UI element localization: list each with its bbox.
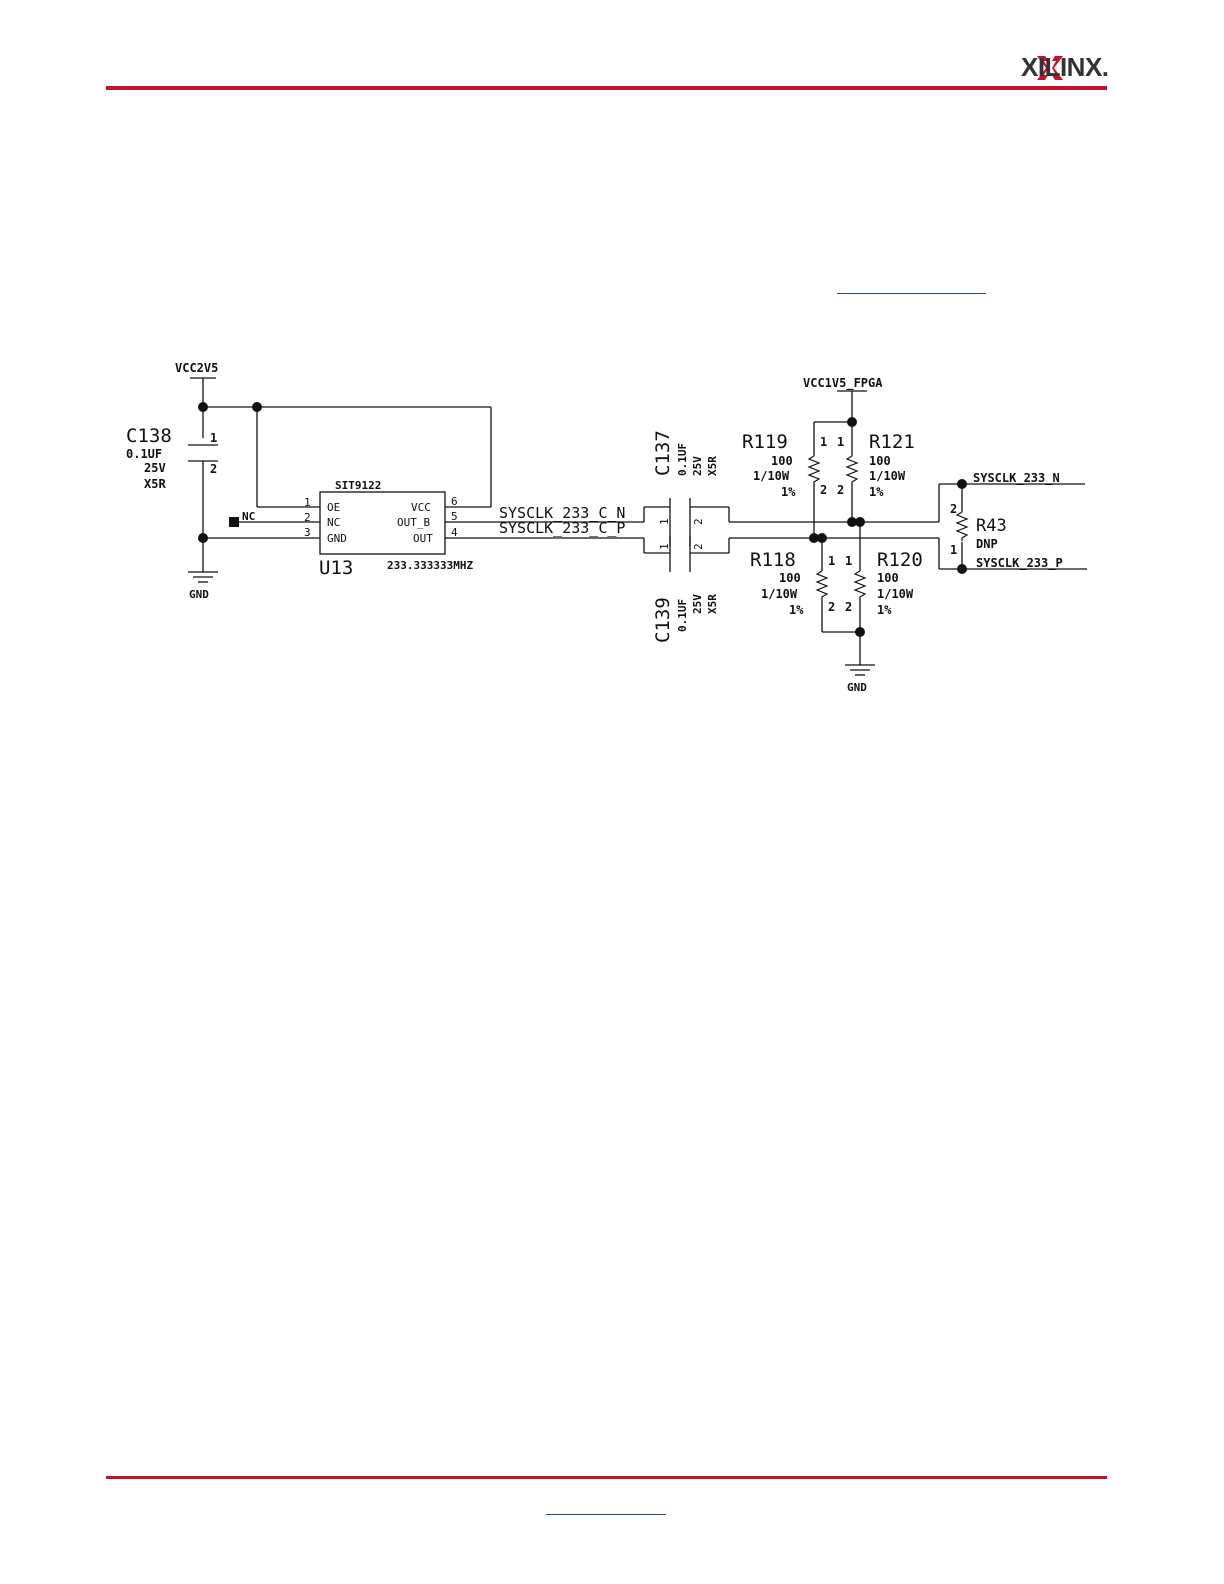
vcc2v5-label: VCC2V5 — [175, 361, 218, 375]
c139-diel: X5R — [706, 594, 719, 614]
u13-part: SIT9122 — [335, 479, 381, 492]
u13-pin5-name: OUT_B — [397, 516, 430, 529]
u13-freq: 233.333333MHZ — [387, 559, 473, 572]
header-rule — [106, 86, 1107, 90]
net-sysclk-c-p: SYSCLK_233_C_P — [499, 519, 625, 537]
c138-volt: 25V — [144, 461, 166, 475]
r118-value: 100 — [779, 571, 801, 585]
r119-power: 1/10W — [753, 469, 790, 483]
c138-pin1: 1 — [210, 431, 217, 445]
gnd-label-left: GND — [189, 588, 209, 601]
c137-diel: X5R — [706, 456, 719, 476]
c139-value: 0.1UF — [676, 599, 689, 632]
u13-pin4-name: OUT — [413, 532, 433, 545]
u13-pin5-num: 5 — [451, 510, 458, 523]
gnd-label-right: GND — [847, 681, 867, 694]
u13-ref: U13 — [319, 557, 353, 579]
c139-volt: 25V — [691, 594, 704, 614]
r120-pin1: 1 — [845, 554, 852, 568]
c139-pin2: 2 — [692, 543, 705, 550]
r120-pin2: 2 — [845, 600, 852, 614]
r119-pin1: 1 — [820, 435, 827, 449]
c139-ref: C139 — [652, 597, 674, 643]
footer-link[interactable] — [546, 1514, 666, 1515]
r118-pin1: 1 — [828, 554, 835, 568]
r120-ref: R120 — [877, 549, 923, 571]
vcc1v5-label: VCC1V5_FPGA — [803, 376, 883, 391]
r121-resistor-icon — [845, 455, 859, 484]
c137-value: 0.1UF — [676, 443, 689, 476]
r119-resistor-icon — [807, 455, 821, 484]
r43-pin2: 2 — [950, 502, 957, 516]
u13-pin3-name: GND — [327, 532, 347, 545]
c138-pin2: 2 — [210, 462, 217, 476]
c139-pin1: 1 — [658, 543, 671, 550]
xilinx-logo-text: XILINX. — [1021, 52, 1109, 82]
c137-ref: C137 — [652, 430, 674, 476]
r120-power: 1/10W — [877, 587, 914, 601]
r119-pin2: 2 — [820, 483, 827, 497]
r118-resistor-icon — [815, 570, 829, 599]
c137-volt: 25V — [691, 456, 704, 476]
u13-pin2-name: NC — [327, 516, 340, 529]
u13-pin2-num: 2 — [304, 511, 311, 524]
net-sysclk-c-n: SYSCLK_233_C_N — [499, 504, 625, 522]
u13-pin6-name: VCC — [411, 501, 431, 514]
xilinx-logo-icon — [1037, 56, 1063, 80]
r120-resistor-icon — [853, 570, 867, 599]
document-link[interactable] — [837, 293, 986, 294]
r121-power: 1/10W — [869, 469, 906, 483]
net-sysclk-n: SYSCLK_233_N — [973, 471, 1060, 486]
r118-ref: R118 — [750, 549, 796, 571]
c137-pin2: 2 — [692, 518, 705, 525]
r118-power: 1/10W — [761, 587, 798, 601]
r43-ref: R43 — [976, 516, 1007, 536]
nc-label: NC — [242, 510, 255, 523]
r119-value: 100 — [771, 454, 793, 468]
r119-tol: 1% — [781, 485, 796, 499]
r121-pin1: 1 — [837, 435, 844, 449]
r118-pin2: 2 — [828, 600, 835, 614]
r121-ref: R121 — [869, 431, 915, 453]
c138-ref: C138 — [126, 425, 172, 447]
r119-ref: R119 — [742, 431, 788, 453]
clock-schematic: VCC2V5 VCC1V5_FPGA GND GND C138 0.1UF 25… — [126, 361, 1087, 694]
u13-pin3-num: 3 — [304, 526, 311, 539]
c138-diel: X5R — [144, 477, 166, 491]
r121-tol: 1% — [869, 485, 884, 499]
r121-value: 100 — [869, 454, 891, 468]
r120-value: 100 — [877, 571, 899, 585]
c137-pin1: 1 — [658, 518, 671, 525]
r121-pin2: 2 — [837, 483, 844, 497]
u13-pin6-num: 6 — [451, 495, 458, 508]
r120-tol: 1% — [877, 603, 892, 617]
r118-tol: 1% — [789, 603, 804, 617]
r43-resistor-icon — [955, 511, 969, 541]
u13-pin1-name: OE — [327, 501, 340, 514]
u13-pin1-num: 1 — [304, 496, 311, 509]
u13-pin4-num: 4 — [451, 526, 458, 539]
r43-value: DNP — [976, 537, 998, 551]
net-sysclk-p: SYSCLK_233_P — [976, 556, 1063, 571]
r43-pin1: 1 — [950, 543, 957, 557]
c138-value: 0.1UF — [126, 447, 162, 461]
footer-rule — [106, 1476, 1107, 1479]
